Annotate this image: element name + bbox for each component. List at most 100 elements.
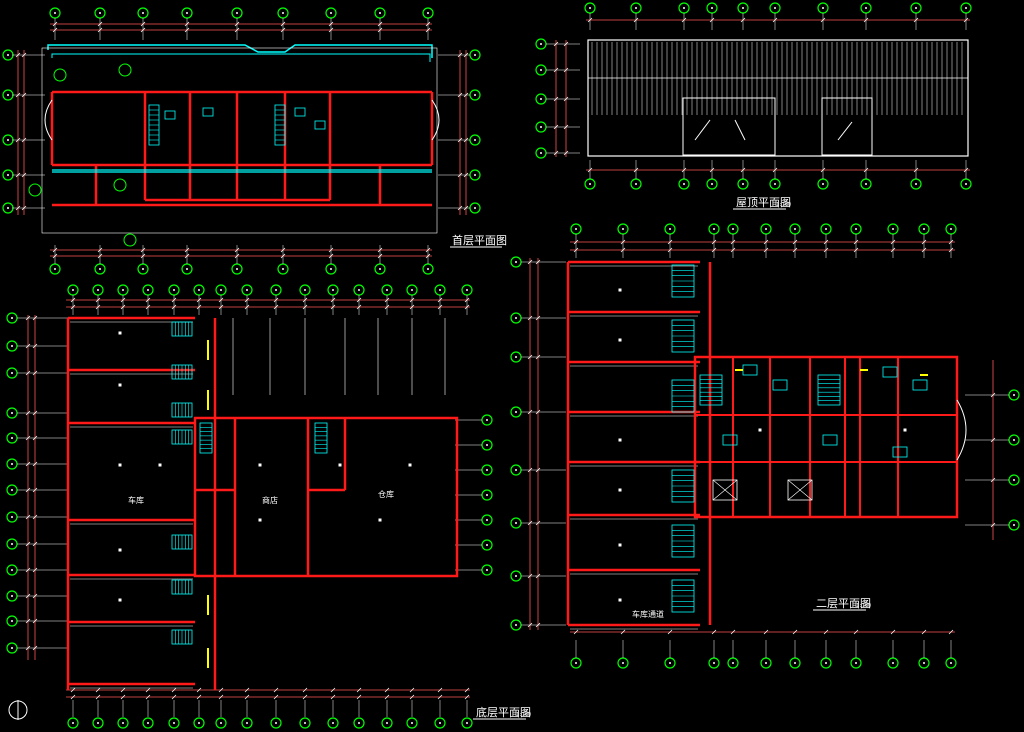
dimension-tick — [25, 593, 31, 599]
dimension-tick — [302, 694, 308, 700]
dimension-tick — [95, 687, 101, 693]
axis-bubble-dot — [246, 722, 248, 724]
fixture — [912, 379, 928, 391]
axis-bubble-dot — [386, 289, 388, 291]
dimension-tick — [527, 467, 533, 473]
dimension-tick — [273, 297, 279, 303]
dimension-tick — [32, 618, 38, 624]
fixture — [164, 110, 176, 120]
axis-bubble-dot — [332, 289, 334, 291]
dimension-tick — [32, 487, 38, 493]
residential-block-outline — [693, 355, 959, 519]
dimension-tick — [890, 247, 896, 253]
dimension-tick — [377, 21, 383, 27]
dimension-tick — [553, 96, 559, 102]
axis-bubble-dot — [923, 228, 925, 230]
axis-bubble-dot — [173, 722, 175, 724]
column-mark — [903, 428, 907, 432]
dimension-tick — [823, 629, 829, 635]
dimension-tick — [573, 247, 579, 253]
axis-bubble-dot — [304, 722, 306, 724]
dimension-tick — [70, 304, 76, 310]
dimension-tick — [730, 239, 736, 245]
dimension-tick — [25, 645, 31, 651]
axis-bubble-dot — [486, 419, 488, 421]
column-mark — [158, 463, 162, 467]
dimension-tick — [32, 645, 38, 651]
dimension-tick — [384, 297, 390, 303]
stair-icon — [171, 429, 193, 445]
first-floor-plan — [2, 7, 481, 275]
axis-bubble-dot — [220, 289, 222, 291]
dimension-tick — [681, 17, 687, 23]
dimension-tick — [328, 253, 334, 259]
stair-icon — [171, 534, 193, 550]
dimension-tick — [25, 370, 31, 376]
dimension-tick — [32, 315, 38, 321]
axis-bubble-dot — [11, 345, 13, 347]
axis-bubble-dot — [1013, 524, 1015, 526]
dimension-tick — [25, 343, 31, 349]
axis-bubble-dot — [11, 463, 13, 465]
axis-bubble-dot — [147, 722, 149, 724]
dimension-tick — [563, 67, 569, 73]
dimension-tick — [52, 21, 58, 27]
axis-bubble-dot — [330, 12, 332, 14]
axis-bubble-dot — [474, 207, 476, 209]
axis-bubble-dot — [466, 289, 468, 291]
bay-window — [956, 399, 967, 461]
dimension-tick — [820, 17, 826, 23]
dimension-tick — [330, 694, 336, 700]
stair-icon — [171, 364, 193, 380]
dimension-tick — [990, 437, 996, 443]
axis-bubble-dot — [282, 12, 284, 14]
dimension-tick — [425, 21, 431, 27]
dimension-tick — [25, 541, 31, 547]
dimension-tick — [535, 520, 541, 526]
elevator-cross — [712, 479, 738, 501]
dimension-tick — [464, 304, 470, 310]
dimension-tick — [244, 694, 250, 700]
dimension-tick — [218, 304, 224, 310]
dimension-tick — [948, 629, 954, 635]
axis-bubble-dot — [186, 12, 188, 14]
fixture — [202, 107, 214, 117]
dimension-tick — [527, 520, 533, 526]
dimension-tick — [280, 253, 286, 259]
second-floor-plan-title: 二层平面图 — [816, 597, 871, 610]
column-mark — [618, 338, 622, 342]
axis-bubble-dot — [515, 469, 517, 471]
axis-bubble-dot — [515, 522, 517, 524]
dimension-tick — [948, 239, 954, 245]
dimension-tick — [890, 239, 896, 245]
axis-bubble-dot — [246, 289, 248, 291]
fixture — [742, 364, 758, 376]
dimension-tick — [963, 167, 969, 173]
dimension-tick — [464, 687, 470, 693]
roof-outline — [587, 39, 969, 157]
dimension-tick — [463, 92, 469, 98]
axis-bubble-dot — [411, 289, 413, 291]
dimension-tick — [52, 247, 58, 253]
dimension-tick — [234, 247, 240, 253]
axis-bubble-dot — [147, 289, 149, 291]
dimension-tick — [171, 304, 177, 310]
axis-bubble-dot — [635, 7, 637, 9]
axis-bubble-dot — [7, 94, 9, 96]
dimension-tick — [25, 461, 31, 467]
dimension-tick — [457, 205, 463, 211]
axis-bubble-dot — [575, 228, 577, 230]
dimension-tick — [32, 410, 38, 416]
dimension-tick — [25, 315, 31, 321]
column-mark — [618, 488, 622, 492]
axis-bubble-dot — [7, 139, 9, 141]
basement-plan-title: 底层平面图 — [476, 705, 531, 719]
dimension-tick — [667, 247, 673, 253]
dimension-tick — [171, 687, 177, 693]
dimension-tick — [535, 259, 541, 265]
dimension-tick — [820, 167, 826, 173]
dimension-tick — [863, 167, 869, 173]
dimension-tick — [527, 622, 533, 628]
dimension-tick — [553, 124, 559, 130]
